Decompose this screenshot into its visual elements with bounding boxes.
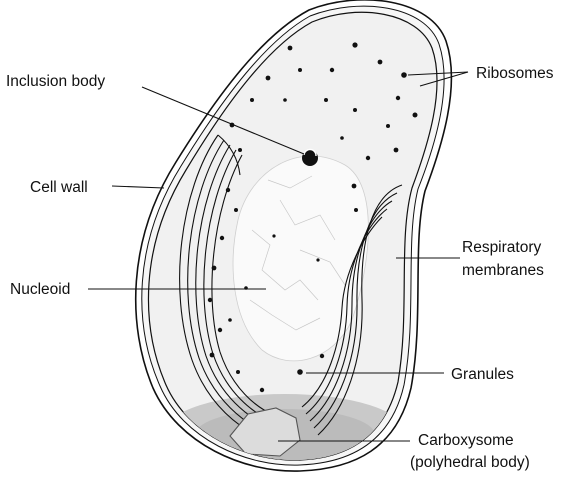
label-inclusion-body: Inclusion body [6, 73, 105, 90]
label-respiratory-line1: Respiratory [462, 239, 541, 256]
label-respiratory-line2: membranes [462, 262, 544, 279]
label-ribosomes: Ribosomes [476, 65, 554, 82]
label-cell-wall: Cell wall [30, 179, 88, 196]
label-granules: Granules [451, 366, 514, 383]
leader-cell-wall [112, 186, 164, 188]
label-nucleoid: Nucleoid [10, 281, 70, 298]
label-carboxysome-line1: Carboxysome [418, 432, 514, 449]
label-carboxysome-line2: (polyhedral body) [410, 454, 530, 471]
